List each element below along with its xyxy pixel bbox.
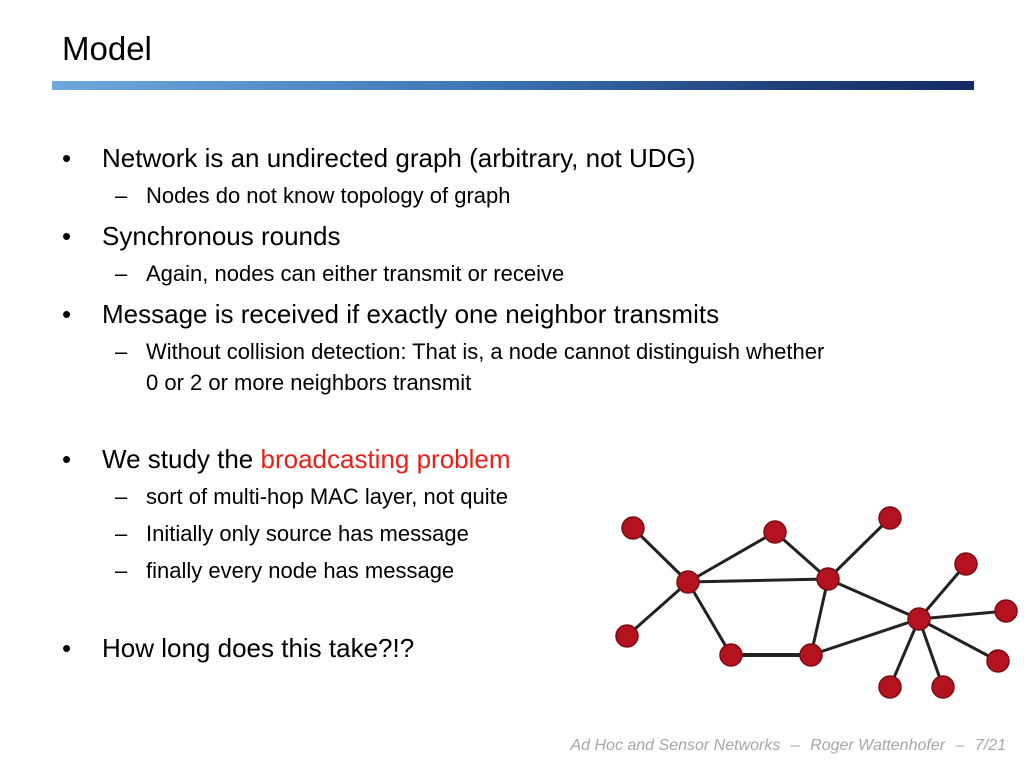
highlighted-term: broadcasting problem [260,444,511,474]
slide-footer: Ad Hoc and Sensor Networks – Roger Watte… [564,737,1006,755]
bullet-text-plain: We study the [102,444,261,474]
graph-node [878,675,902,699]
sub-bullet-text: finally every node has message [146,558,455,583]
sub-bullet-dash: – [115,558,128,583]
graph-node [878,506,902,530]
footer-separator: – [790,737,800,754]
bullet-dot: • [62,143,72,173]
graph-node [676,570,700,594]
sub-bullet-text: Again, nodes can either transmit or rece… [146,261,565,286]
graph-edge [917,618,945,688]
slide-title: Model [62,30,152,67]
sub-bullet-text: 0 or 2 or more neighbors transmit [146,370,472,395]
footer-course: Ad Hoc and Sensor Networks [570,737,781,754]
graph-edge [917,563,968,620]
sub-bullet-dash: – [115,521,128,546]
sub-bullet-text: Without collision detection: That is, a … [146,339,825,364]
bullet-text: How long does this take?!? [102,633,415,663]
graph-edge [918,609,1007,621]
graph-edge [687,530,776,584]
graph-edge [827,577,920,621]
graph-edge [810,617,920,657]
graph-edge [631,526,690,584]
sub-bullet-text: Initially only source has message [146,521,469,546]
bullet-dot: • [62,633,72,663]
graph-node [763,520,787,544]
title-underline-bar [52,81,974,90]
bullet-dot: • [62,221,72,251]
graph-edge [918,617,999,663]
graph-edge [687,577,829,584]
sub-bullet-text: Nodes do not know topology of graph [146,183,511,208]
bullet-dot: • [62,444,72,474]
bullet-dot: • [62,299,72,329]
sub-bullet-dash: – [115,183,128,208]
graph-node [615,624,639,648]
graph-node [954,552,978,576]
footer-author: Roger Wattenhofer [810,737,946,754]
graph-edge [888,618,921,688]
graph-edges [626,516,1007,688]
sub-bullet-dash: – [115,339,128,364]
graph-node [816,567,840,591]
bullet-text: Synchronous rounds [102,221,341,251]
bullet-text: Message is received if exactly one neigh… [102,299,720,329]
sub-bullet-dash: – [115,261,128,286]
footer-page-number: 7/21 [974,737,1006,754]
bullet-text: We study the broadcasting problem [102,444,511,474]
sub-bullet-text: sort of multi-hop MAC layer, not quite [146,484,508,509]
bullet-text: Network is an undirected graph (arbitrar… [102,143,696,173]
graph-edge [686,581,733,656]
graph-node [931,675,955,699]
graph-node [719,643,743,667]
graph-node [986,649,1010,673]
graph-edge [809,578,830,656]
graph-edge [774,530,829,581]
graph-node [907,607,931,631]
graph-node [621,516,645,540]
graph-node [994,599,1018,623]
graph-edge [826,516,892,581]
footer-separator: – [955,737,965,754]
graph-edge [626,580,689,638]
graph-nodes [615,506,1018,699]
graph-node [799,643,823,667]
sub-bullet-dash: – [115,484,128,509]
